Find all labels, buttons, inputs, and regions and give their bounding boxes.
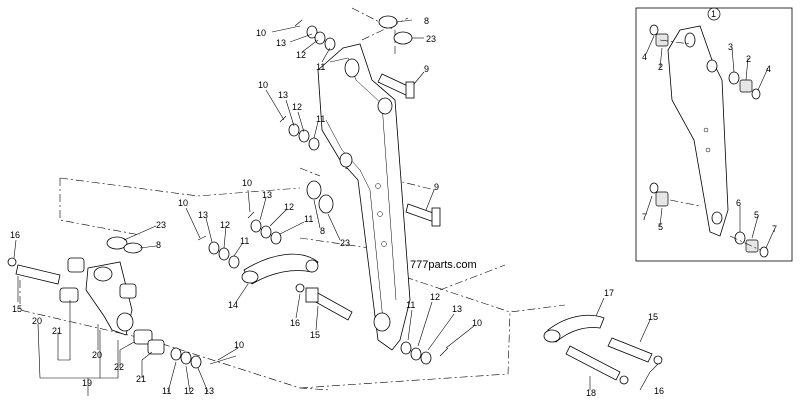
- callout: 13: [278, 90, 288, 100]
- callout: 12: [220, 220, 230, 230]
- callout: 9: [434, 182, 439, 192]
- callout: 11: [240, 236, 249, 246]
- lower-right-assembly: [543, 314, 663, 385]
- callout: 13: [452, 304, 462, 314]
- curved-link: [241, 253, 319, 285]
- callout: 23: [156, 220, 166, 230]
- callout: 9: [424, 64, 429, 74]
- callout: 12: [184, 386, 194, 396]
- assembly-guide-lines: [19, 7, 566, 391]
- callout: 23: [340, 238, 350, 248]
- center-washers: [197, 211, 282, 269]
- callout: 15: [648, 312, 658, 322]
- callout: 10: [258, 80, 268, 90]
- boom-arm: [317, 43, 411, 351]
- callout: 11: [316, 114, 325, 124]
- callout: 15: [12, 304, 22, 314]
- callout: 8: [424, 16, 429, 26]
- callout: 19: [82, 378, 92, 388]
- callout: 12: [292, 102, 302, 112]
- callout: 22: [114, 362, 124, 372]
- callout: 15: [310, 330, 320, 340]
- callout: 5: [658, 222, 663, 232]
- callout: 4: [766, 64, 771, 74]
- callout: 10: [242, 178, 252, 188]
- callout: 16: [10, 230, 20, 240]
- callout: 7: [642, 212, 647, 222]
- callout: 8: [156, 240, 161, 250]
- callout: 3: [728, 42, 733, 52]
- inset-badge: 1: [711, 9, 716, 19]
- callout: 11: [406, 300, 415, 310]
- boom-foot-washers: [400, 341, 449, 365]
- leader-lines: [13, 19, 775, 396]
- callout: 2: [658, 62, 663, 72]
- watermark: 777parts.com: [410, 259, 477, 271]
- upper-left-washers: [279, 115, 320, 151]
- callout: 10: [178, 198, 188, 208]
- callout: 11: [304, 214, 313, 224]
- callout: 12: [430, 292, 440, 302]
- lower-left-washers: [170, 347, 237, 369]
- callout: 2: [746, 54, 751, 64]
- callout: 12: [296, 50, 306, 60]
- callout: 11: [316, 62, 325, 72]
- callout: 10: [472, 318, 482, 328]
- callout: 8: [320, 226, 325, 236]
- callout: 21: [52, 326, 62, 336]
- callout: 5: [754, 210, 759, 220]
- callout: 20: [32, 316, 42, 326]
- callout: 23: [426, 34, 436, 44]
- callout: 10: [256, 28, 266, 38]
- callout: 16: [290, 318, 300, 328]
- callout: 6: [736, 198, 741, 208]
- callout: 7: [772, 224, 777, 234]
- callout: 13: [276, 38, 286, 48]
- callout: 18: [586, 388, 596, 398]
- callout: 13: [198, 210, 208, 220]
- top-washers: [294, 15, 415, 99]
- callout: 17: [604, 288, 614, 298]
- callout: 10: [234, 340, 244, 350]
- callout-numbers: 10 13 12 11 8 23 9 10 13 12 11 9 8 23 10…: [10, 9, 777, 398]
- mid-pin-and-washers: [306, 180, 441, 227]
- callout: 11: [162, 386, 171, 396]
- link-assembly: [7, 236, 165, 355]
- callout: 20: [92, 350, 102, 360]
- center-pin: [295, 283, 353, 321]
- callout: 14: [228, 300, 238, 310]
- callout: 21: [136, 374, 146, 384]
- callout: 16: [654, 386, 664, 396]
- callout: 4: [642, 52, 647, 62]
- callout: 13: [262, 190, 272, 200]
- callout: 13: [204, 386, 214, 396]
- callout: 12: [284, 202, 294, 212]
